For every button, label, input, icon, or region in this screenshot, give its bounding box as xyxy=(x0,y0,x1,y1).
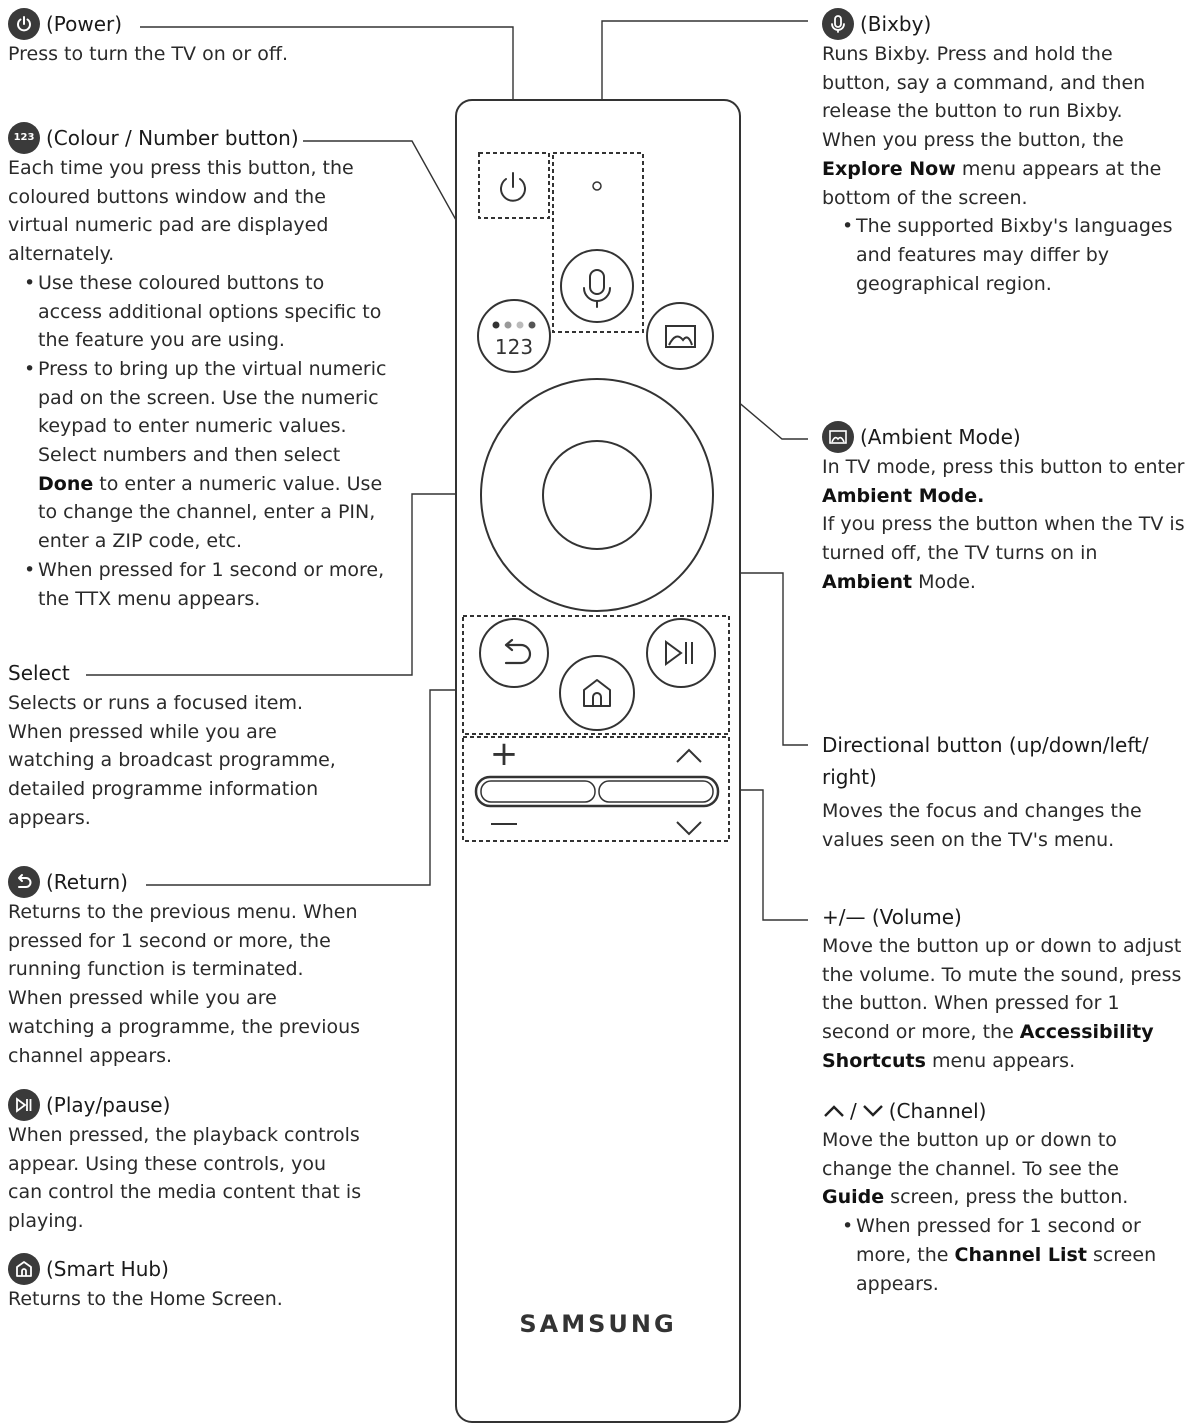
playpause-section: (Play/pause) When pressed, the playback … xyxy=(8,1089,363,1236)
playpause-description: When pressed, the playback controls appe… xyxy=(8,1124,362,1233)
channel-down-mark xyxy=(676,821,702,836)
ambient-title: (Ambient Mode) xyxy=(860,424,1021,449)
volume-description: Move the button up or down to adjust the… xyxy=(822,935,1182,1072)
picture-frame-icon xyxy=(665,325,696,348)
volume-section: +/— (Volume) Move the button up or down … xyxy=(822,902,1187,1076)
return-arrow-icon xyxy=(504,638,532,665)
colour-description: Each time you press this button, the col… xyxy=(8,157,354,266)
return-section: (Return) Returns to the previous menu. W… xyxy=(8,866,363,1070)
media-highlight-box xyxy=(462,615,730,735)
home-icon xyxy=(583,679,611,707)
remote-bixby-button[interactable] xyxy=(560,249,634,323)
remote-return-button[interactable] xyxy=(479,618,549,688)
home-icon-badge xyxy=(8,1253,40,1285)
bixby-highlight-box xyxy=(552,152,644,333)
directional-section: Directional button (up/down/left/ right)… xyxy=(822,729,1167,854)
remote-colour-number-button[interactable]: 123 xyxy=(477,299,551,373)
return-icon xyxy=(8,866,40,898)
colour-section: 123 (Colour / Number button) Each time y… xyxy=(8,122,388,613)
colour-bullet-1: Use these coloured buttons to access add… xyxy=(24,269,388,355)
colour-button-label: 123 xyxy=(495,335,533,359)
volume-title: +/— (Volume) xyxy=(822,904,962,929)
power-icon xyxy=(8,8,40,40)
remote-ambient-button[interactable] xyxy=(646,302,714,370)
play-pause-icon xyxy=(665,640,693,666)
bixby-description-1: Runs Bixby. Press and hold the button, s… xyxy=(822,43,1146,123)
volume-plus-label: + xyxy=(490,734,519,774)
bixby-description-2: When you press the button, the Explore N… xyxy=(822,129,1162,209)
directional-description: Moves the focus and changes the values s… xyxy=(822,800,1142,851)
smarthub-section: (Smart Hub) Returns to the Home Screen. xyxy=(8,1253,363,1314)
channel-up-icon xyxy=(824,1105,844,1117)
colour-number-icon: 123 xyxy=(8,122,40,154)
bixby-bullet: The supported Bixby's languages and feat… xyxy=(842,212,1187,298)
return-description: Returns to the previous menu. When press… xyxy=(8,901,361,1067)
remote-play-pause-button[interactable] xyxy=(646,618,716,688)
colour-bullet-2: Press to bring up the virtual numeric pa… xyxy=(24,355,388,556)
volume-leader-line xyxy=(728,789,808,921)
return-leader-line xyxy=(146,689,463,886)
colour-title: (Colour / Number button) xyxy=(46,125,299,150)
play-pause-icon-badge xyxy=(8,1089,40,1121)
bixby-section: (Bixby) Runs Bixby. Press and hold the b… xyxy=(822,8,1187,298)
microphone-hole xyxy=(592,181,602,191)
channel-title: (Channel) xyxy=(888,1098,987,1123)
channel-section: / (Channel) Move the button up or down t… xyxy=(822,1096,1187,1298)
return-title: (Return) xyxy=(46,869,128,894)
remote-smart-hub-button[interactable] xyxy=(559,655,635,731)
microphone-icon-badge xyxy=(822,8,854,40)
ambient-description-1: In TV mode, press this button to enter A… xyxy=(822,456,1185,507)
smarthub-title: (Smart Hub) xyxy=(46,1256,169,1281)
remote-volume-channel-rocker[interactable] xyxy=(474,775,720,808)
ambient-section: (Ambient Mode) In TV mode, press this bu… xyxy=(822,421,1187,597)
power-section: (Power) Press to turn the TV on or off. xyxy=(8,8,428,69)
remote-power-button[interactable] xyxy=(500,172,526,202)
colour-bullet-3: When pressed for 1 second or more, the T… xyxy=(24,556,388,613)
smarthub-description: Returns to the Home Screen. xyxy=(8,1288,283,1310)
brand-logo: SAMSUNG xyxy=(519,1310,677,1338)
select-description: Selects or runs a focused item. When pre… xyxy=(8,692,336,829)
directional-title: Directional button (up/down/left/ right) xyxy=(822,733,1149,789)
power-description: Press to turn the TV on or off. xyxy=(8,43,289,65)
select-title: Select xyxy=(8,660,70,685)
channel-up-mark xyxy=(676,748,702,763)
power-title: (Power) xyxy=(46,11,123,36)
power-highlight-box xyxy=(478,152,550,219)
channel-bullet: When pressed for 1 second or more, the C… xyxy=(842,1212,1187,1298)
rocker-highlight-box xyxy=(462,736,730,842)
select-section: Select Selects or runs a focused item. W… xyxy=(8,657,363,833)
playpause-title: (Play/pause) xyxy=(46,1092,171,1117)
channel-down-icon xyxy=(862,1105,883,1117)
picture-frame-icon-badge xyxy=(822,421,854,453)
channel-description: Move the button up or down to change the… xyxy=(822,1129,1129,1209)
ambient-description-2: If you press the button when the TV is t… xyxy=(822,513,1185,593)
microphone-icon xyxy=(583,269,611,308)
bixby-title: (Bixby) xyxy=(860,11,932,36)
remote-select-button[interactable] xyxy=(542,440,652,550)
